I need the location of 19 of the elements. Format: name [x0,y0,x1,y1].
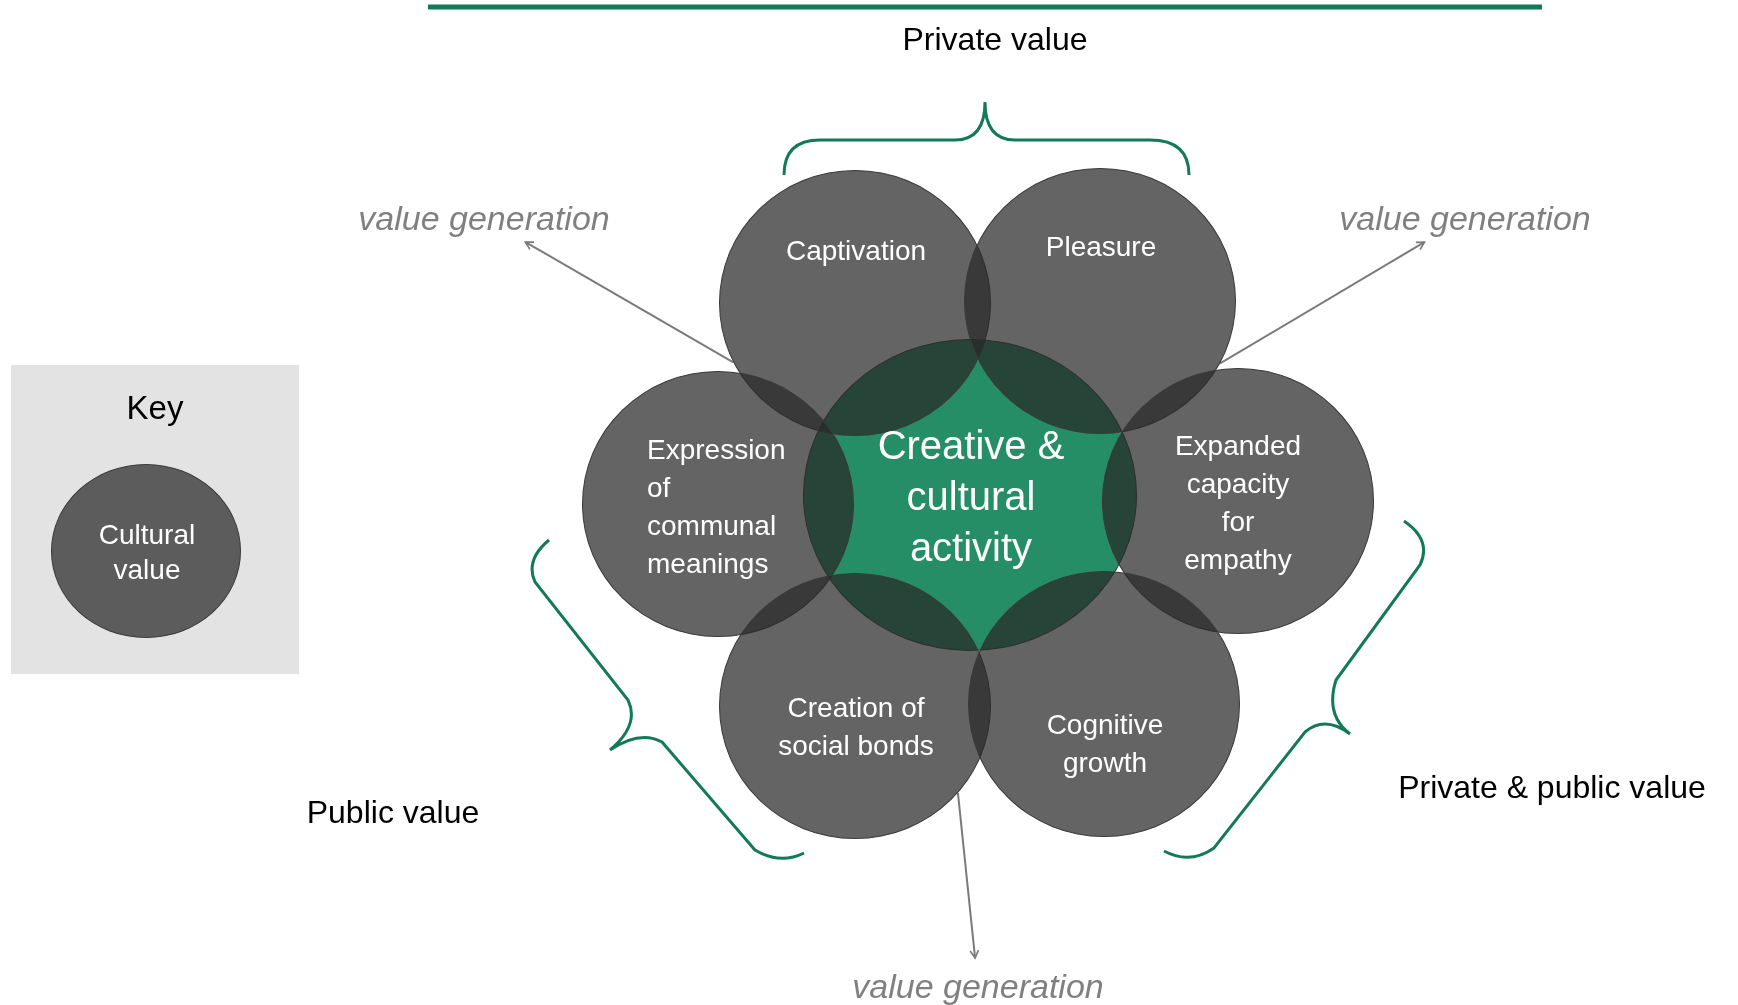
group-label: Private value [902,20,1088,58]
arrow-label: value generation [1339,198,1591,238]
arrow-label: value generation [358,198,610,238]
circle-label: Pleasure [1044,230,1158,264]
circle-label: Cultural value [97,517,197,587]
circle-label: Cognitive growth [1045,708,1165,780]
arrow [524,241,735,364]
group-label: Private & public value [1398,768,1706,806]
circle-label: Expanded capacity for empathy [1173,429,1303,577]
key-panel [11,364,299,674]
group-label: Public value [306,793,480,831]
arrow [956,791,980,960]
circle-label: Creative & cultural activity [876,421,1066,571]
circle-label: Creation of social bonds [777,691,935,763]
circle-label: Captivation [784,234,928,268]
key-heading: Key [125,388,185,428]
arrow [1219,241,1426,365]
circle-label: Expression of communal meanings [647,433,787,581]
arrow-label: value generation [852,966,1104,1005]
